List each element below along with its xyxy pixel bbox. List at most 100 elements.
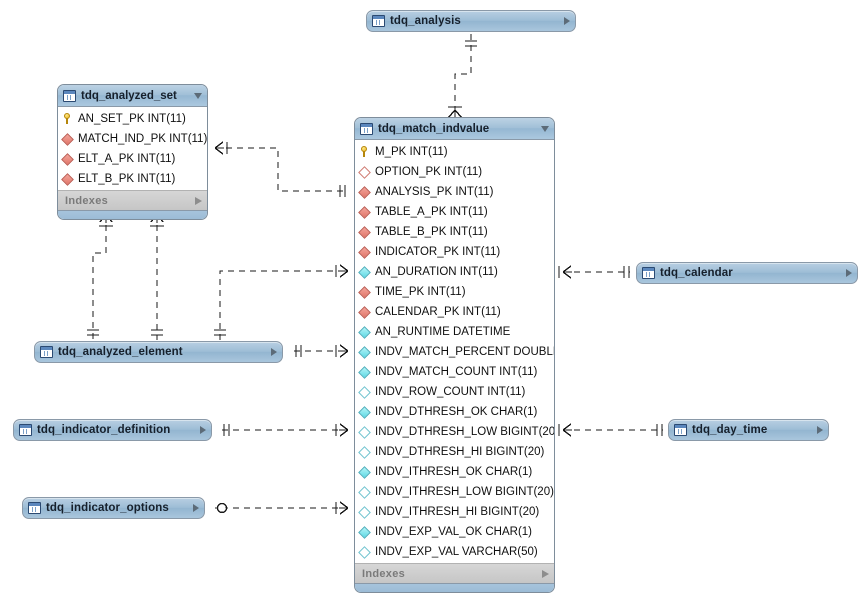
- table-tdq_day_time[interactable]: tdq_day_time: [668, 419, 829, 441]
- caret-right-icon[interactable]: [271, 348, 277, 356]
- field-row[interactable]: TABLE_B_PK INT(11): [355, 222, 554, 242]
- table-footer: [58, 210, 207, 219]
- card-one-indicatordefinition: [223, 424, 230, 436]
- field-row[interactable]: MATCH_IND_PK INT(11): [58, 129, 207, 149]
- caret-down-icon[interactable]: [541, 125, 549, 132]
- diamond-column-icon: [358, 445, 371, 459]
- field-row[interactable]: INDV_ITHRESH_LOW BIGINT(20): [355, 482, 554, 502]
- diamond-key-icon: [61, 172, 74, 186]
- field-list: M_PK INT(11) OPTION_PK INT(11) ANALYSIS_PK…: [355, 140, 554, 563]
- card-many-matchindvalue-right-daytime: [558, 423, 572, 437]
- table-icon: [642, 267, 655, 279]
- diamond-key-icon: [61, 132, 74, 146]
- table-icon: [28, 502, 41, 514]
- table-name: tdq_match_indvalue: [378, 122, 490, 135]
- table-icon: [19, 424, 32, 436]
- table-icon: [40, 346, 53, 358]
- table-tdq_indicator_definition[interactable]: tdq_indicator_definition: [13, 419, 212, 441]
- diamond-key-icon: [358, 305, 371, 319]
- field-row[interactable]: TABLE_A_PK INT(11): [355, 202, 554, 222]
- diamond-column-icon: [358, 485, 371, 499]
- table-name: tdq_calendar: [660, 267, 733, 279]
- field-row[interactable]: AN_SET_PK INT(11): [58, 109, 207, 129]
- table-tdq_analysis[interactable]: tdq_analysis: [366, 10, 576, 32]
- field-row[interactable]: INDV_MATCH_PERCENT DOUBLE: [355, 342, 554, 362]
- field-row[interactable]: INDV_DTHRESH_LOW BIGINT(20): [355, 422, 554, 442]
- field-row[interactable]: OPTION_PK INT(11): [355, 162, 554, 182]
- diamond-column-icon: [358, 525, 371, 539]
- diamond-column-icon: [358, 425, 371, 439]
- diamond-column-icon: [358, 325, 371, 339]
- table-icon: [674, 424, 687, 436]
- field-row[interactable]: AN_DURATION INT(11): [355, 262, 554, 282]
- diamond-column-icon: [358, 405, 371, 419]
- table-tdq_analyzed_element[interactable]: tdq_analyzed_element: [34, 341, 283, 363]
- card-many-matchindvalue-dthreshok: [335, 344, 349, 358]
- table-tdq_calendar[interactable]: tdq_calendar: [636, 262, 858, 284]
- field-row[interactable]: ELT_B_PK INT(11): [58, 169, 207, 189]
- field-row[interactable]: ANALYSIS_PK INT(11): [355, 182, 554, 202]
- field-row[interactable]: INDV_ITHRESH_HI BIGINT(20): [355, 502, 554, 522]
- diamond-column-icon: [358, 385, 371, 399]
- table-tdq_indicator_options[interactable]: tdq_indicator_options: [22, 497, 205, 519]
- field-row[interactable]: INDV_EXP_VAL_OK CHAR(1): [355, 522, 554, 542]
- caret-right-icon[interactable]: [542, 569, 549, 578]
- diamond-key-icon: [358, 225, 371, 239]
- field-row[interactable]: INDV_DTHRESH_HI BIGINT(20): [355, 442, 554, 462]
- field-row[interactable]: INDV_EXP_VAL VARCHAR(50): [355, 542, 554, 562]
- field-row[interactable]: M_PK INT(11): [355, 142, 554, 162]
- diamond-key-icon: [358, 245, 371, 259]
- diamond-key-icon: [61, 152, 74, 166]
- field-label: ANALYSIS_PK INT(11): [375, 186, 494, 198]
- caret-right-icon[interactable]: [200, 426, 206, 434]
- field-row[interactable]: CALENDAR_PK INT(11): [355, 302, 554, 322]
- caret-right-icon[interactable]: [193, 504, 199, 512]
- card-one-analyzedelement-right: [295, 345, 302, 357]
- indexes-bar[interactable]: Indexes: [58, 190, 207, 210]
- table-icon: [372, 15, 385, 27]
- field-label: INDV_DTHRESH_LOW BIGINT(20): [375, 426, 554, 438]
- field-label: INDV_ITHRESH_LOW BIGINT(20): [375, 486, 554, 498]
- indexes-bar[interactable]: Indexes: [355, 563, 554, 583]
- table-name: tdq_analyzed_set: [81, 89, 177, 102]
- field-label: INDV_MATCH_COUNT INT(11): [375, 366, 538, 378]
- field-label: INDV_ITHRESH_HI BIGINT(20): [375, 506, 540, 518]
- caret-right-icon[interactable]: [195, 196, 202, 205]
- field-row[interactable]: INDV_DTHRESH_OK CHAR(1): [355, 402, 554, 422]
- caret-right-icon[interactable]: [846, 269, 852, 277]
- field-label: INDV_EXP_VAL VARCHAR(50): [375, 546, 538, 558]
- field-label: AN_RUNTIME DATETIME: [375, 326, 511, 338]
- field-label: M_PK INT(11): [375, 146, 448, 158]
- rel-analysis-matchindvalue: [454, 34, 472, 110]
- field-label: INDV_ROW_COUNT INT(11): [375, 386, 526, 398]
- card-many-matchindvalue-anduration: [335, 264, 349, 278]
- caret-right-icon[interactable]: [564, 17, 570, 25]
- caret-right-icon[interactable]: [817, 426, 823, 434]
- field-row[interactable]: INDV_ROW_COUNT INT(11): [355, 382, 554, 402]
- caret-down-icon[interactable]: [194, 92, 202, 99]
- field-label: INDICATOR_PK INT(11): [375, 246, 501, 258]
- table-name: tdq_analysis: [390, 15, 461, 27]
- field-label: MATCH_IND_PK INT(11): [78, 133, 207, 145]
- diamond-key-icon: [358, 285, 371, 299]
- field-row[interactable]: INDV_MATCH_COUNT INT(11): [355, 362, 554, 382]
- diamond-column-icon: [358, 505, 371, 519]
- diamond-column-icon: [358, 545, 371, 559]
- field-row[interactable]: INDICATOR_PK INT(11): [355, 242, 554, 262]
- card-many-matchindvalue-right-calendar: [558, 265, 572, 279]
- field-row[interactable]: TIME_PK INT(11): [355, 282, 554, 302]
- table-header[interactable]: tdq_analyzed_set: [58, 85, 207, 107]
- field-row[interactable]: ELT_A_PK INT(11): [58, 149, 207, 169]
- diamond-key-icon: [358, 185, 371, 199]
- table-header[interactable]: tdq_match_indvalue: [355, 118, 554, 140]
- field-label: AN_SET_PK INT(11): [78, 113, 186, 125]
- field-row[interactable]: INDV_ITHRESH_OK CHAR(1): [355, 462, 554, 482]
- diamond-column-icon: [358, 465, 371, 479]
- field-label: TABLE_B_PK INT(11): [375, 226, 488, 238]
- field-row[interactable]: AN_RUNTIME DATETIME: [355, 322, 554, 342]
- field-label: ELT_A_PK INT(11): [78, 153, 176, 165]
- indexes-label: Indexes: [65, 194, 109, 207]
- field-label: CALENDAR_PK INT(11): [375, 306, 501, 318]
